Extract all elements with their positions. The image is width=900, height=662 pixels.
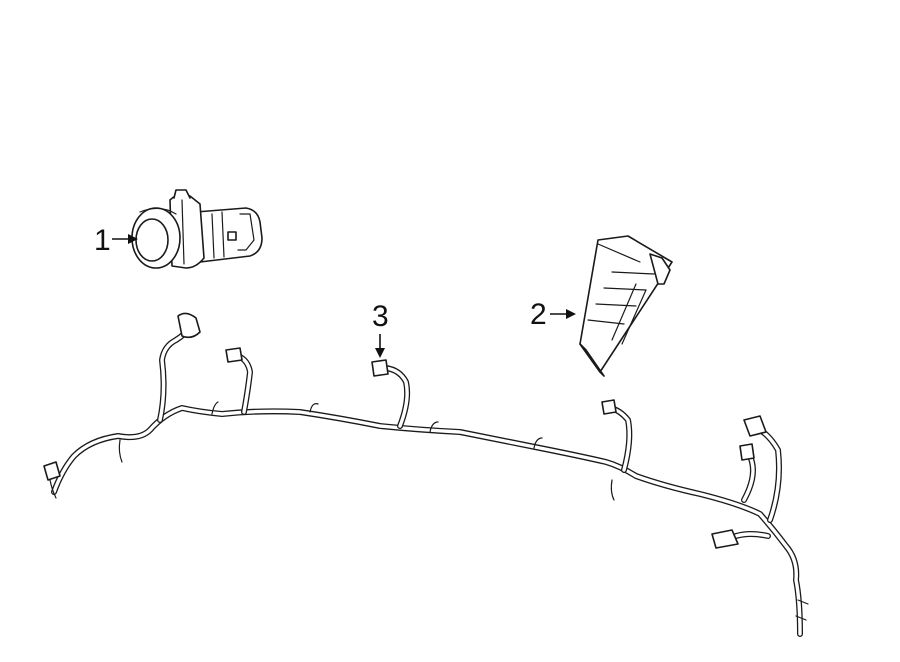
parking-sensor (131, 189, 263, 269)
callout-arrowhead-1 (128, 234, 138, 244)
callout-arrowhead-3 (375, 348, 385, 358)
callout-number-3: 3 (372, 300, 389, 333)
callout-arrowhead-2 (566, 309, 576, 319)
wiring-harness (43, 312, 809, 637)
callout-2: 2 (530, 298, 576, 331)
callout-number-2: 2 (530, 298, 547, 331)
callout-number-1: 1 (94, 224, 111, 257)
callout-1: 1 (94, 224, 138, 257)
control-module (579, 235, 673, 377)
callout-3: 3 (372, 300, 389, 358)
